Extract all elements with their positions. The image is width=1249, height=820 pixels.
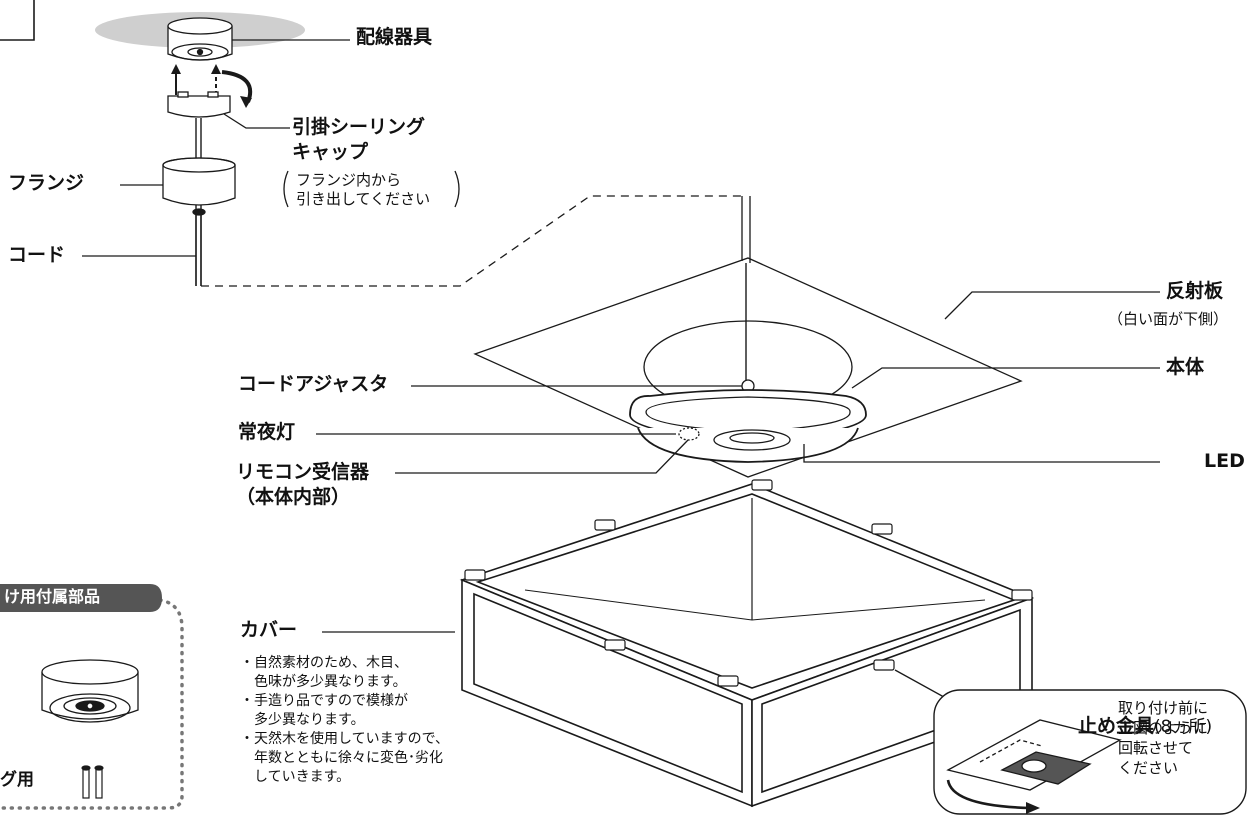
hook-cap <box>167 91 231 118</box>
night-light-mark <box>678 427 700 441</box>
label-stopper-prefix: 止め金具 <box>1078 715 1155 737</box>
main-body <box>629 389 867 463</box>
label-hook-cap-line1: 引掛シーリング <box>292 116 426 138</box>
label-led: LED <box>1204 450 1245 472</box>
cover-note-line: ・手造り品ですので模様が <box>240 693 408 709</box>
rotate-note-line: 回転させて <box>1118 739 1194 757</box>
led-window <box>713 429 791 451</box>
label-hook-cap-note-line1: フランジ内から <box>296 171 402 189</box>
screws <box>81 765 104 799</box>
label-stopper: 止め金具(8ヵ所) <box>1078 715 1212 739</box>
corner-bracket <box>0 0 35 41</box>
label-hook-cap-line2: キャップ <box>292 141 369 163</box>
rotate-note-line: ください <box>1118 759 1179 777</box>
cover-note-line: 多少異なります。 <box>240 712 365 728</box>
up-arrows <box>171 64 221 95</box>
leader-hook-cap <box>223 113 290 129</box>
leader-reflector <box>944 291 1160 320</box>
cover-note-line: ・天然木を使用していますので、 <box>240 731 450 747</box>
wiring-fixture <box>167 17 233 61</box>
parts-box-title: け用付属部品 <box>4 587 101 606</box>
label-hook-cap-note-line2: 引き出してください <box>296 190 431 208</box>
label-reflector: 反射板 <box>1166 280 1224 302</box>
flange <box>162 157 236 216</box>
cover-note-line: ・自然素材のため、木目、 <box>240 655 408 671</box>
rotate-note-line: 取り付け前に <box>1118 699 1209 717</box>
label-night-light: 常夜灯 <box>238 421 296 443</box>
leader-main-body <box>851 367 1160 389</box>
leader-receiver <box>395 439 689 474</box>
label-remote-receiver-note: （本体内部） <box>236 486 351 508</box>
guide-dashed <box>201 195 742 287</box>
label-stopper-suffix: (8ヵ所) <box>1154 717 1213 737</box>
label-remote-receiver: リモコン受信器 <box>236 461 370 483</box>
cover-notes: ・自然素材のため、木目、 色味が多少異なります。 ・手造り品ですので模様が 多少… <box>240 654 480 787</box>
parts-dotted-border <box>0 598 184 810</box>
wood-cover <box>459 483 1035 808</box>
spare-fixture <box>41 659 139 723</box>
cover-note-line: 色味が多少異なります。 <box>240 674 407 690</box>
cover-note-line: 年数とともに徐々に変色･劣化 <box>240 750 443 766</box>
parts-box-label: グ用 <box>0 770 34 790</box>
label-wiring-fixture: 配線器具 <box>356 26 433 48</box>
label-main-body: 本体 <box>1166 356 1205 378</box>
label-cord: コード <box>8 244 66 266</box>
leader-led <box>803 444 1160 463</box>
label-reflector-note: （白い面が下側） <box>1108 310 1229 328</box>
rotate-note-line: 上図のように <box>1118 719 1209 737</box>
parts-title-tag <box>0 584 162 612</box>
cover-note-line: していきます。 <box>240 769 351 785</box>
stopper-brackets <box>464 479 1033 687</box>
label-cord-adjuster: コードアジャスタ <box>238 373 389 395</box>
rotate-note: 取り付け前に 上図のように 回転させて ください <box>1118 698 1242 778</box>
inset-drawing <box>946 719 1122 814</box>
label-cover: カバー <box>240 619 298 641</box>
label-flange: フランジ <box>8 172 85 194</box>
